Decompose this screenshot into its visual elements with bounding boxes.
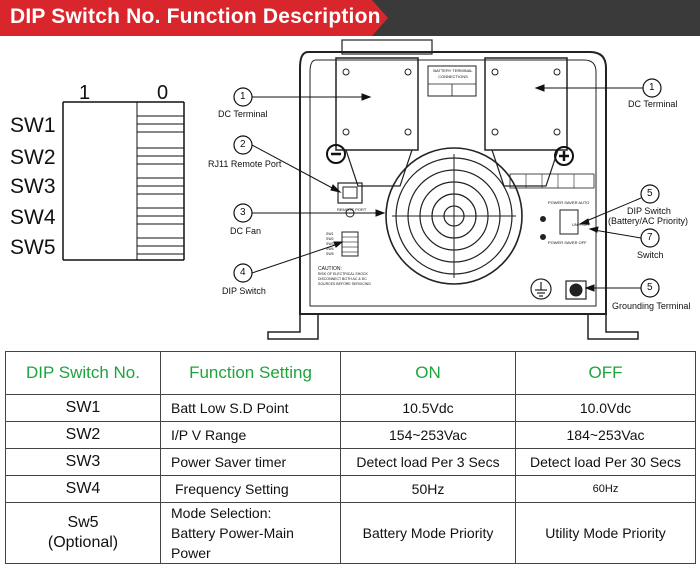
caution-title: CAUTION:	[318, 266, 342, 272]
cell-sw: SW1	[5, 394, 161, 422]
panel-sw3: SW3	[326, 242, 334, 246]
callout-arrows	[251, 84, 643, 292]
function-table: DIP Switch No. Function Setting ON OFF S…	[5, 351, 696, 564]
dip-legend-sw2: SW2	[10, 146, 56, 169]
power-saver-off-label: POWER SAVER OFF	[548, 240, 587, 245]
panel-sw5: SW5	[326, 252, 334, 256]
cell-sw: SW2	[5, 421, 161, 449]
cell-function: Power Saver timer	[160, 448, 341, 476]
dip-legend-sw4: SW4	[10, 206, 56, 229]
callout-num-dip-switch-left: 4	[240, 267, 246, 278]
cell-on: Detect load Per 3 Secs	[340, 448, 516, 476]
inverter-panel	[267, 39, 639, 340]
cell-off: 60Hz	[515, 475, 696, 503]
cell-off-last: Utility Mode Priority	[515, 502, 696, 564]
dip-legend-block	[62, 101, 185, 261]
panel-sw1: SW1	[326, 232, 334, 236]
unit-off-label: UNIT OFF	[572, 222, 591, 227]
positive-terminal-icon	[554, 146, 574, 166]
cell-on: 10.5Vdc	[340, 394, 516, 422]
sw5-line2: (Optional)	[47, 534, 119, 551]
table-row: SW2 I/P V Range 154~253Vac 184~253Vac	[5, 421, 696, 449]
cell-on: 154~253Vac	[340, 421, 516, 449]
dip-on-label: 1	[79, 82, 91, 104]
header-off: OFF	[515, 351, 696, 395]
panel-sw2: SW2	[326, 237, 334, 241]
callout-label-dip-switch-left: DIP Switch	[222, 286, 266, 296]
callout-sub-dip-switch-right: (Battery/AC Priority)	[608, 216, 689, 226]
dip-legend-sw3: SW3	[10, 175, 56, 198]
header-function-setting: Function Setting	[160, 351, 341, 395]
negative-terminal-icon	[326, 144, 346, 164]
cell-function-last: Mode Selection: Battery Power-Main Power	[160, 502, 341, 564]
dip-legend-sw1: SW1	[10, 114, 56, 137]
cell-off: Detect load Per 30 Secs	[515, 448, 696, 476]
cell-function: Frequency Setting	[160, 475, 341, 503]
diagram-drawing	[62, 39, 662, 340]
caution-text: RISK OF ELECTRICAL SHOCK DISCONNECT BOTH…	[318, 272, 371, 286]
header-bar: DIP Switch No. Function Description	[0, 0, 700, 36]
callout-label-dip-switch-right: DIP Switch	[627, 206, 671, 216]
dip-legend-sw5: SW5	[10, 236, 56, 259]
battery-terminal-label: BATTERY TERMINAL CONNECTIONS	[433, 68, 473, 79]
cell-sw-last: Sw5 (Optional)	[5, 502, 161, 564]
header-on: ON	[340, 351, 516, 395]
sw5-function-line1: Mode Selection:	[171, 505, 272, 521]
callout-num-dip-switch-right: 5	[647, 188, 653, 199]
callout-label-dc-fan: DC Fan	[230, 226, 262, 236]
callout-num-dc-terminal-right: 1	[649, 82, 655, 93]
diagram-area: 1 0 SW1 SW2 SW3 SW4 SW5	[0, 36, 700, 348]
callout-markers	[233, 78, 662, 298]
table-row-last: Sw5 (Optional) Mode Selection: Battery P…	[5, 502, 696, 564]
callout-num-switch: 7	[647, 232, 653, 243]
panel-sw-labels: SW1 SW2 SW3 SW4 SW5	[326, 232, 340, 257]
table-row: SW4 Frequency Setting 50Hz 60Hz	[5, 475, 696, 503]
panel-sw4: SW4	[326, 247, 334, 251]
callout-label-grounding: Grounding Terminal	[612, 301, 691, 311]
callout-num-dc-fan: 3	[240, 207, 246, 218]
header-dip-switch-no: DIP Switch No.	[5, 351, 161, 395]
header-red-tab	[0, 0, 388, 36]
cell-on-last: Battery Mode Priority	[340, 502, 516, 564]
dip-off-label: 0	[157, 82, 169, 104]
callout-label-dc-terminal-left: DC Terminal	[218, 109, 268, 119]
cell-off: 184~253Vac	[515, 421, 696, 449]
page-title: DIP Switch No. Function Description	[10, 5, 381, 28]
table-row: SW1 Batt Low S.D Point 10.5Vdc 10.0Vdc	[5, 394, 696, 422]
callout-label-dc-terminal-right: DC Terminal	[628, 99, 678, 109]
cell-sw: SW4	[5, 475, 161, 503]
callout-label-switch: Switch	[637, 250, 664, 260]
sw5-line1: Sw5	[67, 514, 99, 531]
callout-num-dc-terminal-left: 1	[240, 91, 246, 102]
cell-sw: SW3	[5, 448, 161, 476]
sw5-function-line2: Battery Power-Main Power	[171, 525, 294, 561]
table-header-row: DIP Switch No. Function Setting ON OFF	[5, 351, 696, 395]
callout-label-rj11: RJ11 Remote Port	[208, 159, 282, 169]
cell-on: 50Hz	[340, 475, 516, 503]
table-row: SW3 Power Saver timer Detect load Per 3 …	[5, 448, 696, 476]
cell-function: Batt Low S.D Point	[160, 394, 341, 422]
callout-num-rj11: 2	[240, 139, 246, 150]
cell-function: I/P V Range	[160, 421, 341, 449]
power-saver-auto-label: POWER SAVER AUTO	[548, 200, 590, 205]
remote-port-label: REMOTE PORT	[337, 207, 367, 212]
callout-num-grounding: 5	[647, 282, 653, 293]
cell-off: 10.0Vdc	[515, 394, 696, 422]
